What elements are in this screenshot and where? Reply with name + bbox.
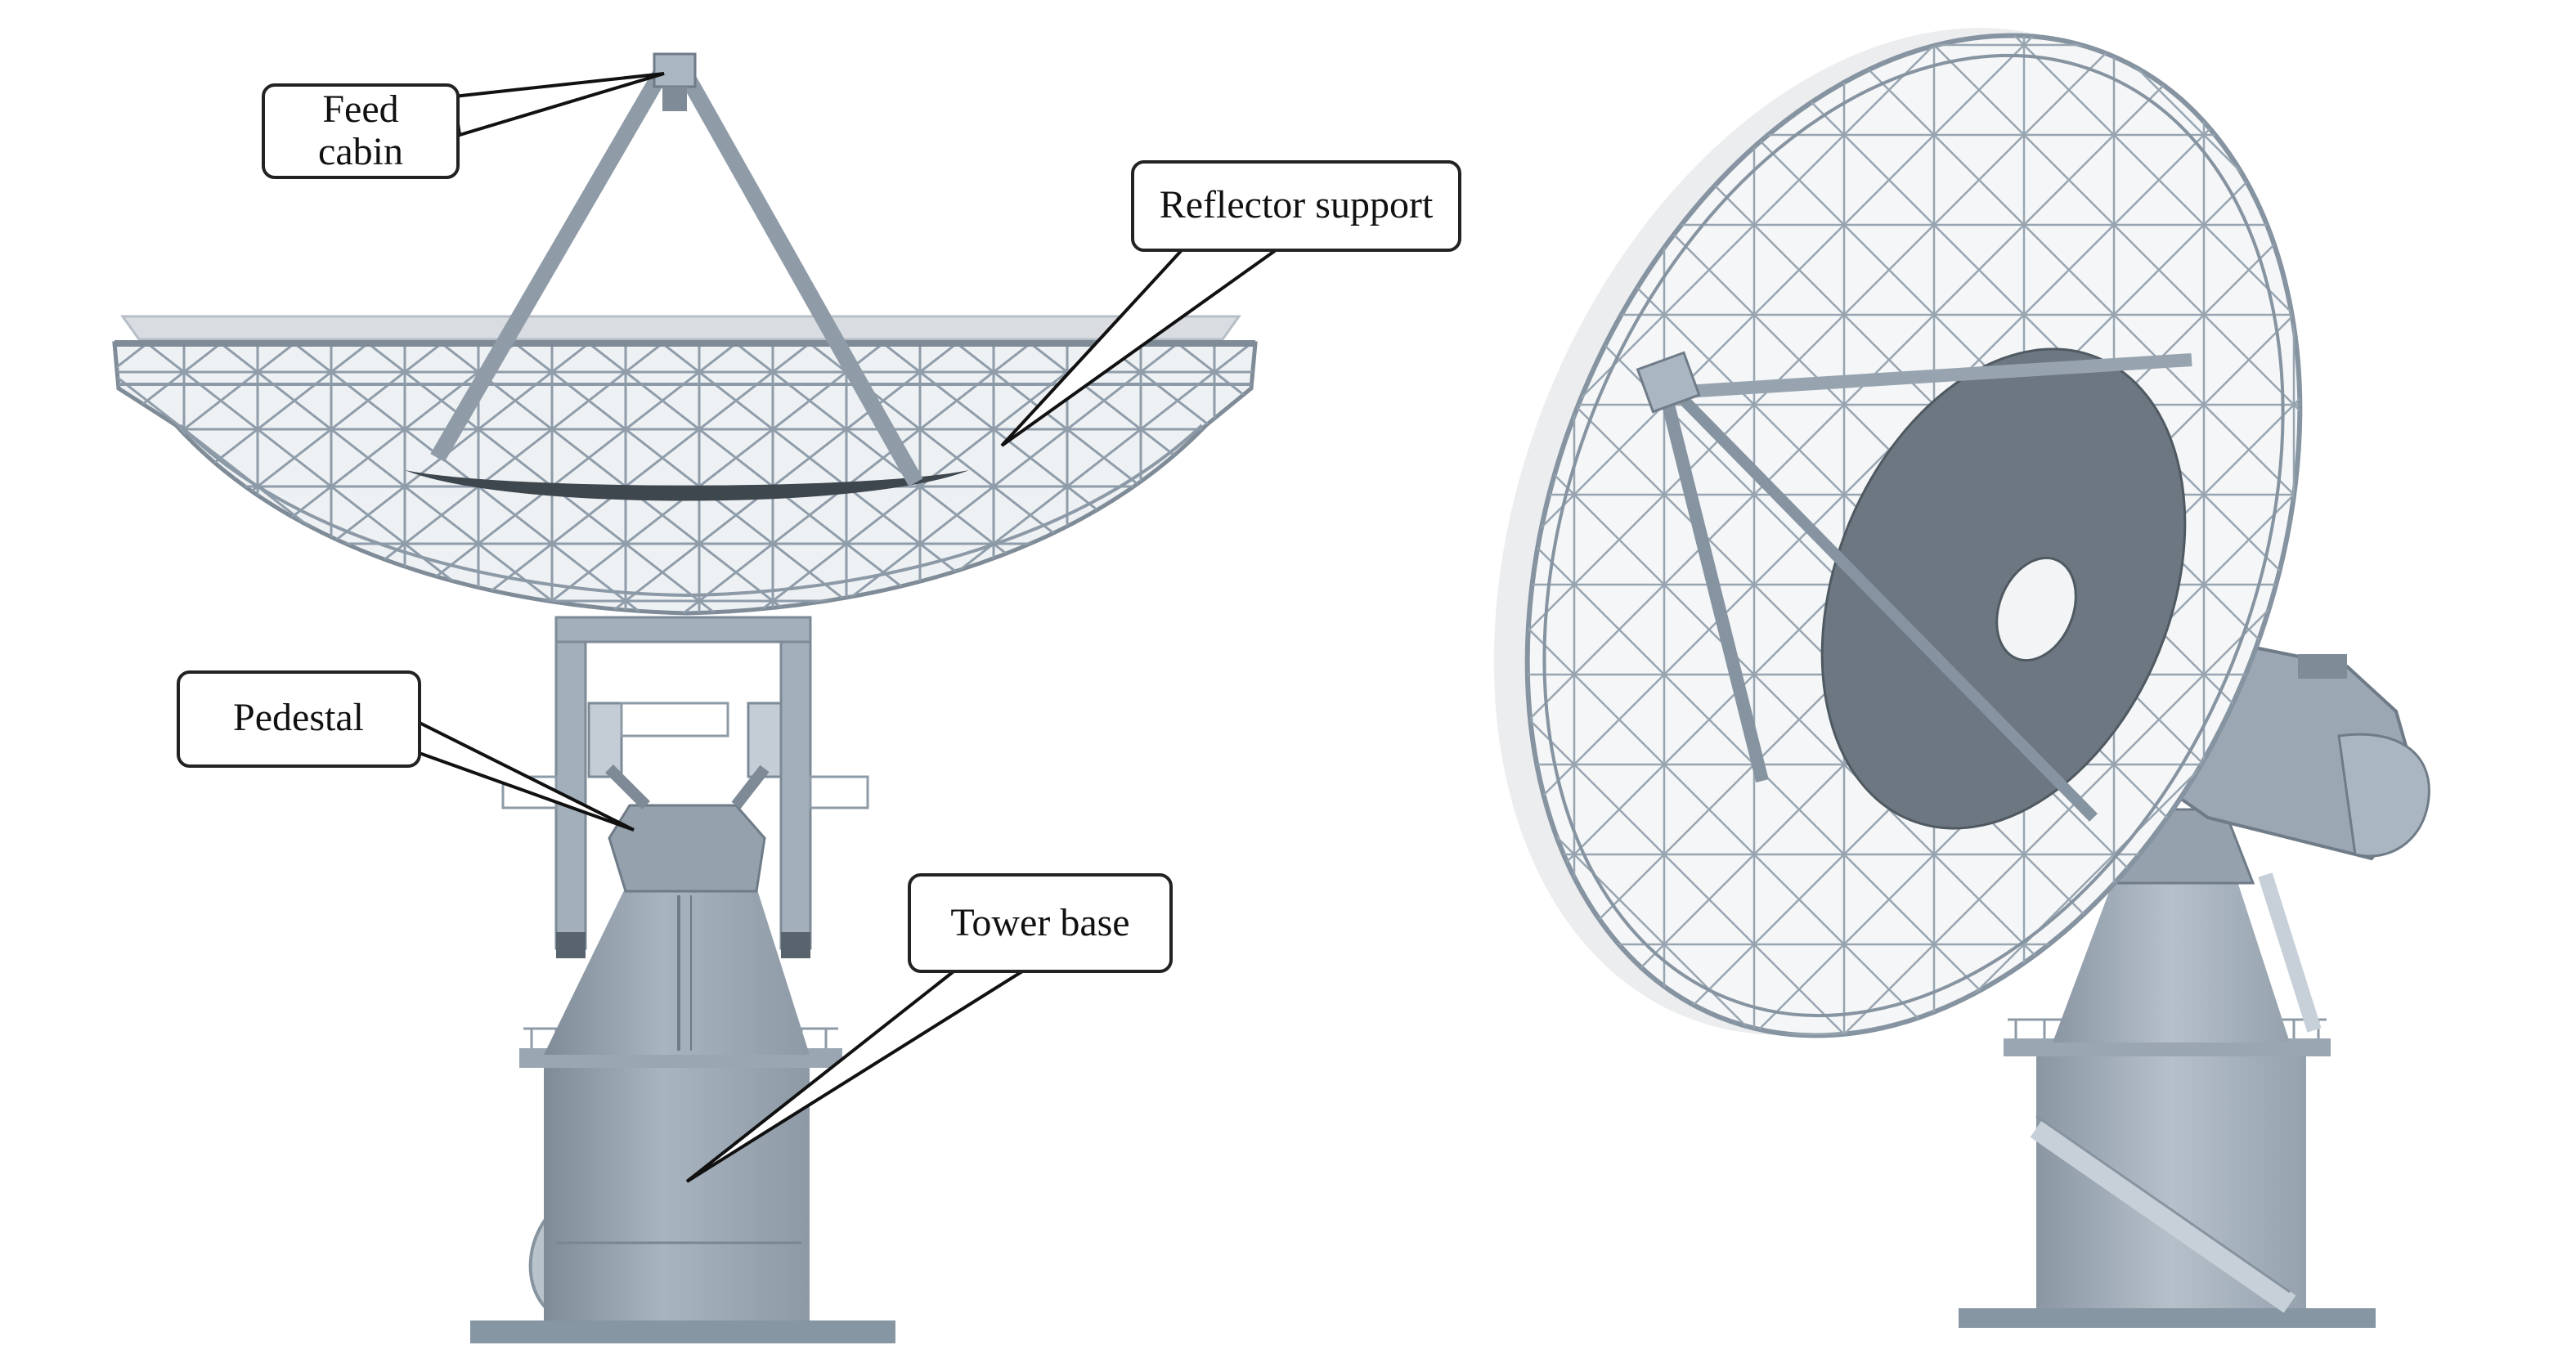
callout-feed-cabin: Feed cabin xyxy=(262,72,665,179)
label-tower-base: Tower base xyxy=(950,901,1129,944)
label-feed-cabin-line1: Feed xyxy=(322,87,398,131)
feed-leg-right xyxy=(678,69,923,486)
front-reflector-surface xyxy=(120,315,1241,341)
label-pedestal: Pedestal xyxy=(233,696,364,739)
label-reflector-support: Reflector support xyxy=(1160,183,1434,226)
perspective-central-panel xyxy=(1820,347,2187,830)
front-base-plate xyxy=(470,1320,895,1343)
callout-reflector-support: Reflector support xyxy=(1000,160,1461,447)
callout-tower-base: Tower base xyxy=(685,873,1173,1183)
callout-pedestal: Pedestal xyxy=(177,670,635,832)
perspective-view-telescope xyxy=(1472,0,2430,1328)
front-tower-cylinder xyxy=(544,1067,810,1320)
feed-cabin-box xyxy=(653,52,697,88)
label-feed-cabin-line2: cabin xyxy=(318,130,403,173)
front-pedestal xyxy=(608,804,766,893)
feed-leg-left xyxy=(430,69,668,463)
front-tower-cone xyxy=(544,887,810,1055)
